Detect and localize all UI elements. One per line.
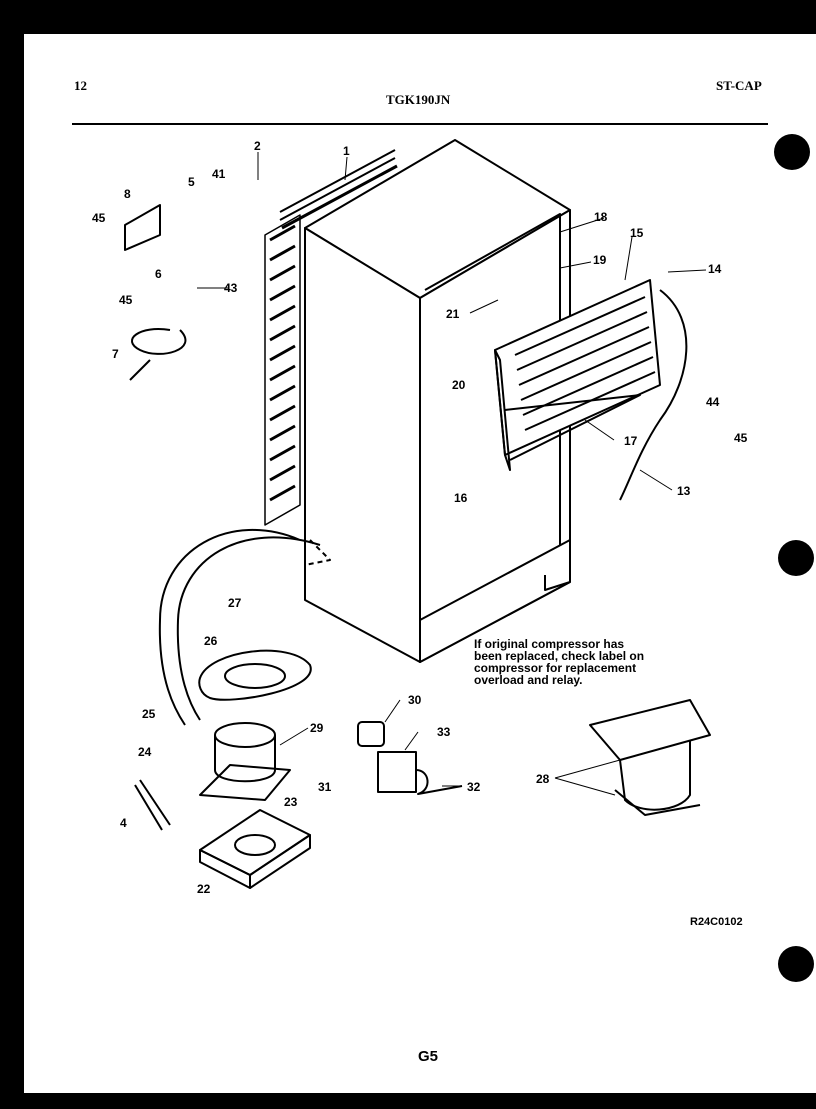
callout-29: 29	[310, 721, 324, 735]
refrigerator-cabinet	[304, 139, 571, 663]
callout-7: 7	[112, 347, 119, 361]
note-line: overload and relay.	[474, 673, 583, 687]
callout-27: 27	[228, 596, 242, 610]
callout-5: 5	[188, 175, 195, 189]
callout-18: 18	[594, 210, 608, 224]
binder-hole-bottom	[778, 946, 814, 982]
note-line: been replaced, check label on	[474, 649, 645, 663]
callout-21: 21	[446, 307, 460, 321]
callout-23: 23	[284, 795, 298, 809]
callout-15: 15	[630, 226, 644, 240]
model-number: TGK190JN	[386, 92, 451, 107]
callout-28: 28	[536, 772, 550, 786]
note-line: If original compressor has	[474, 637, 625, 651]
callout-32: 32	[467, 780, 481, 794]
overload	[357, 721, 385, 747]
callout-19: 19	[593, 253, 607, 267]
callout-14: 14	[708, 262, 722, 276]
callout-26: 26	[204, 634, 218, 648]
callout-22: 22	[197, 882, 211, 896]
page-number: 12	[74, 78, 87, 93]
callout-6: 6	[155, 267, 162, 281]
power-cord	[129, 328, 187, 381]
callout-24: 24	[138, 745, 152, 759]
header-rule	[72, 123, 768, 125]
binder-hole-top	[774, 134, 810, 170]
section-code: ST-CAP	[716, 78, 762, 93]
callout-41: 41	[212, 167, 226, 181]
callout-33: 33	[437, 725, 451, 739]
callout-45: 45	[734, 431, 748, 445]
relay	[377, 751, 417, 793]
compressor	[199, 722, 291, 801]
callout-25: 25	[142, 707, 156, 721]
bracket-8	[124, 204, 161, 251]
binder-hole-middle	[778, 540, 814, 576]
callout-44: 44	[706, 395, 720, 409]
callout-2: 2	[254, 139, 261, 153]
drain-pan	[198, 649, 312, 701]
drain-hose	[158, 529, 321, 726]
capillary-tube	[134, 779, 171, 831]
note-line: compressor for replacement	[474, 661, 637, 675]
callout-8: 8	[124, 187, 131, 201]
callout-20: 20	[452, 378, 466, 392]
callout-31: 31	[318, 780, 332, 794]
compressor-note: If original compressor has been replaced…	[474, 638, 704, 686]
callout-45-left: 45	[92, 211, 106, 225]
callout-45-mid: 45	[119, 293, 133, 307]
callout-43: 43	[224, 281, 238, 295]
callout-30: 30	[408, 693, 422, 707]
evaporator	[494, 279, 661, 471]
callout-4: 4	[120, 816, 127, 830]
callout-13: 13	[677, 484, 691, 498]
callout-1: 1	[343, 144, 350, 158]
callout-17: 17	[624, 434, 638, 448]
footer-page-code: G5	[418, 1048, 439, 1065]
sensor-wire	[619, 289, 688, 501]
compressor-bracket	[199, 809, 311, 889]
condenser-coil	[264, 149, 398, 526]
drawing-code: R24C0102	[690, 916, 743, 928]
callout-16: 16	[454, 491, 468, 505]
replacement-compressor	[589, 699, 711, 816]
